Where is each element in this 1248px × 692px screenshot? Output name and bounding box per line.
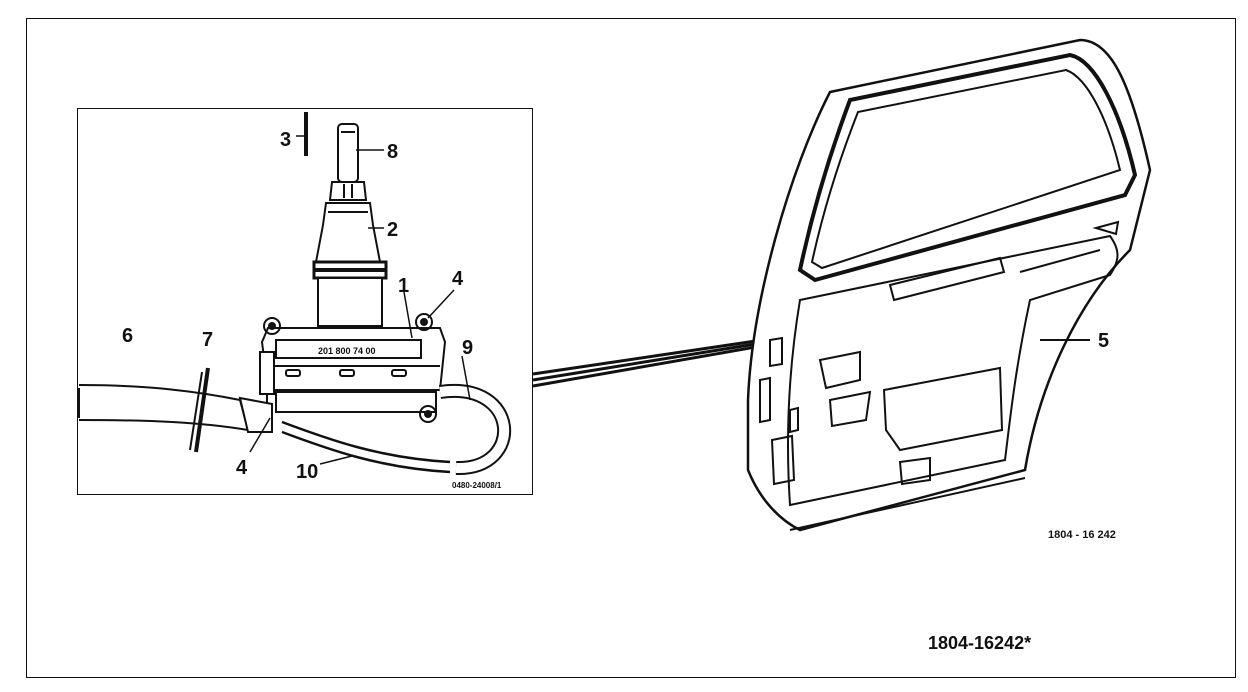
door-ref-code: 1804 - 16 242 [1048,529,1116,541]
inset-leaders [249,112,471,465]
vacuum-lines [78,367,511,476]
actuator-assembly [259,123,447,423]
callout-5: 5 [1098,330,1109,352]
inset-code: 0480-24008/1 [452,481,502,490]
callout-2: 2 [387,219,398,241]
part-stamp: 201 800 74 00 [318,346,376,356]
figure-reference: 1804-16242* [928,633,1032,653]
callout-9: 9 [462,337,473,359]
figure-frame [26,18,1236,678]
callout-4-bottom: 4 [236,457,248,479]
callout-4-top: 4 [452,268,464,290]
callout-1: 1 [398,275,409,297]
callout-8: 8 [387,141,398,163]
callout-10: 10 [296,461,318,483]
callout-7: 7 [202,329,213,351]
callout-3: 3 [280,129,291,151]
rear-door [746,38,1152,532]
callout-6: 6 [122,325,133,347]
